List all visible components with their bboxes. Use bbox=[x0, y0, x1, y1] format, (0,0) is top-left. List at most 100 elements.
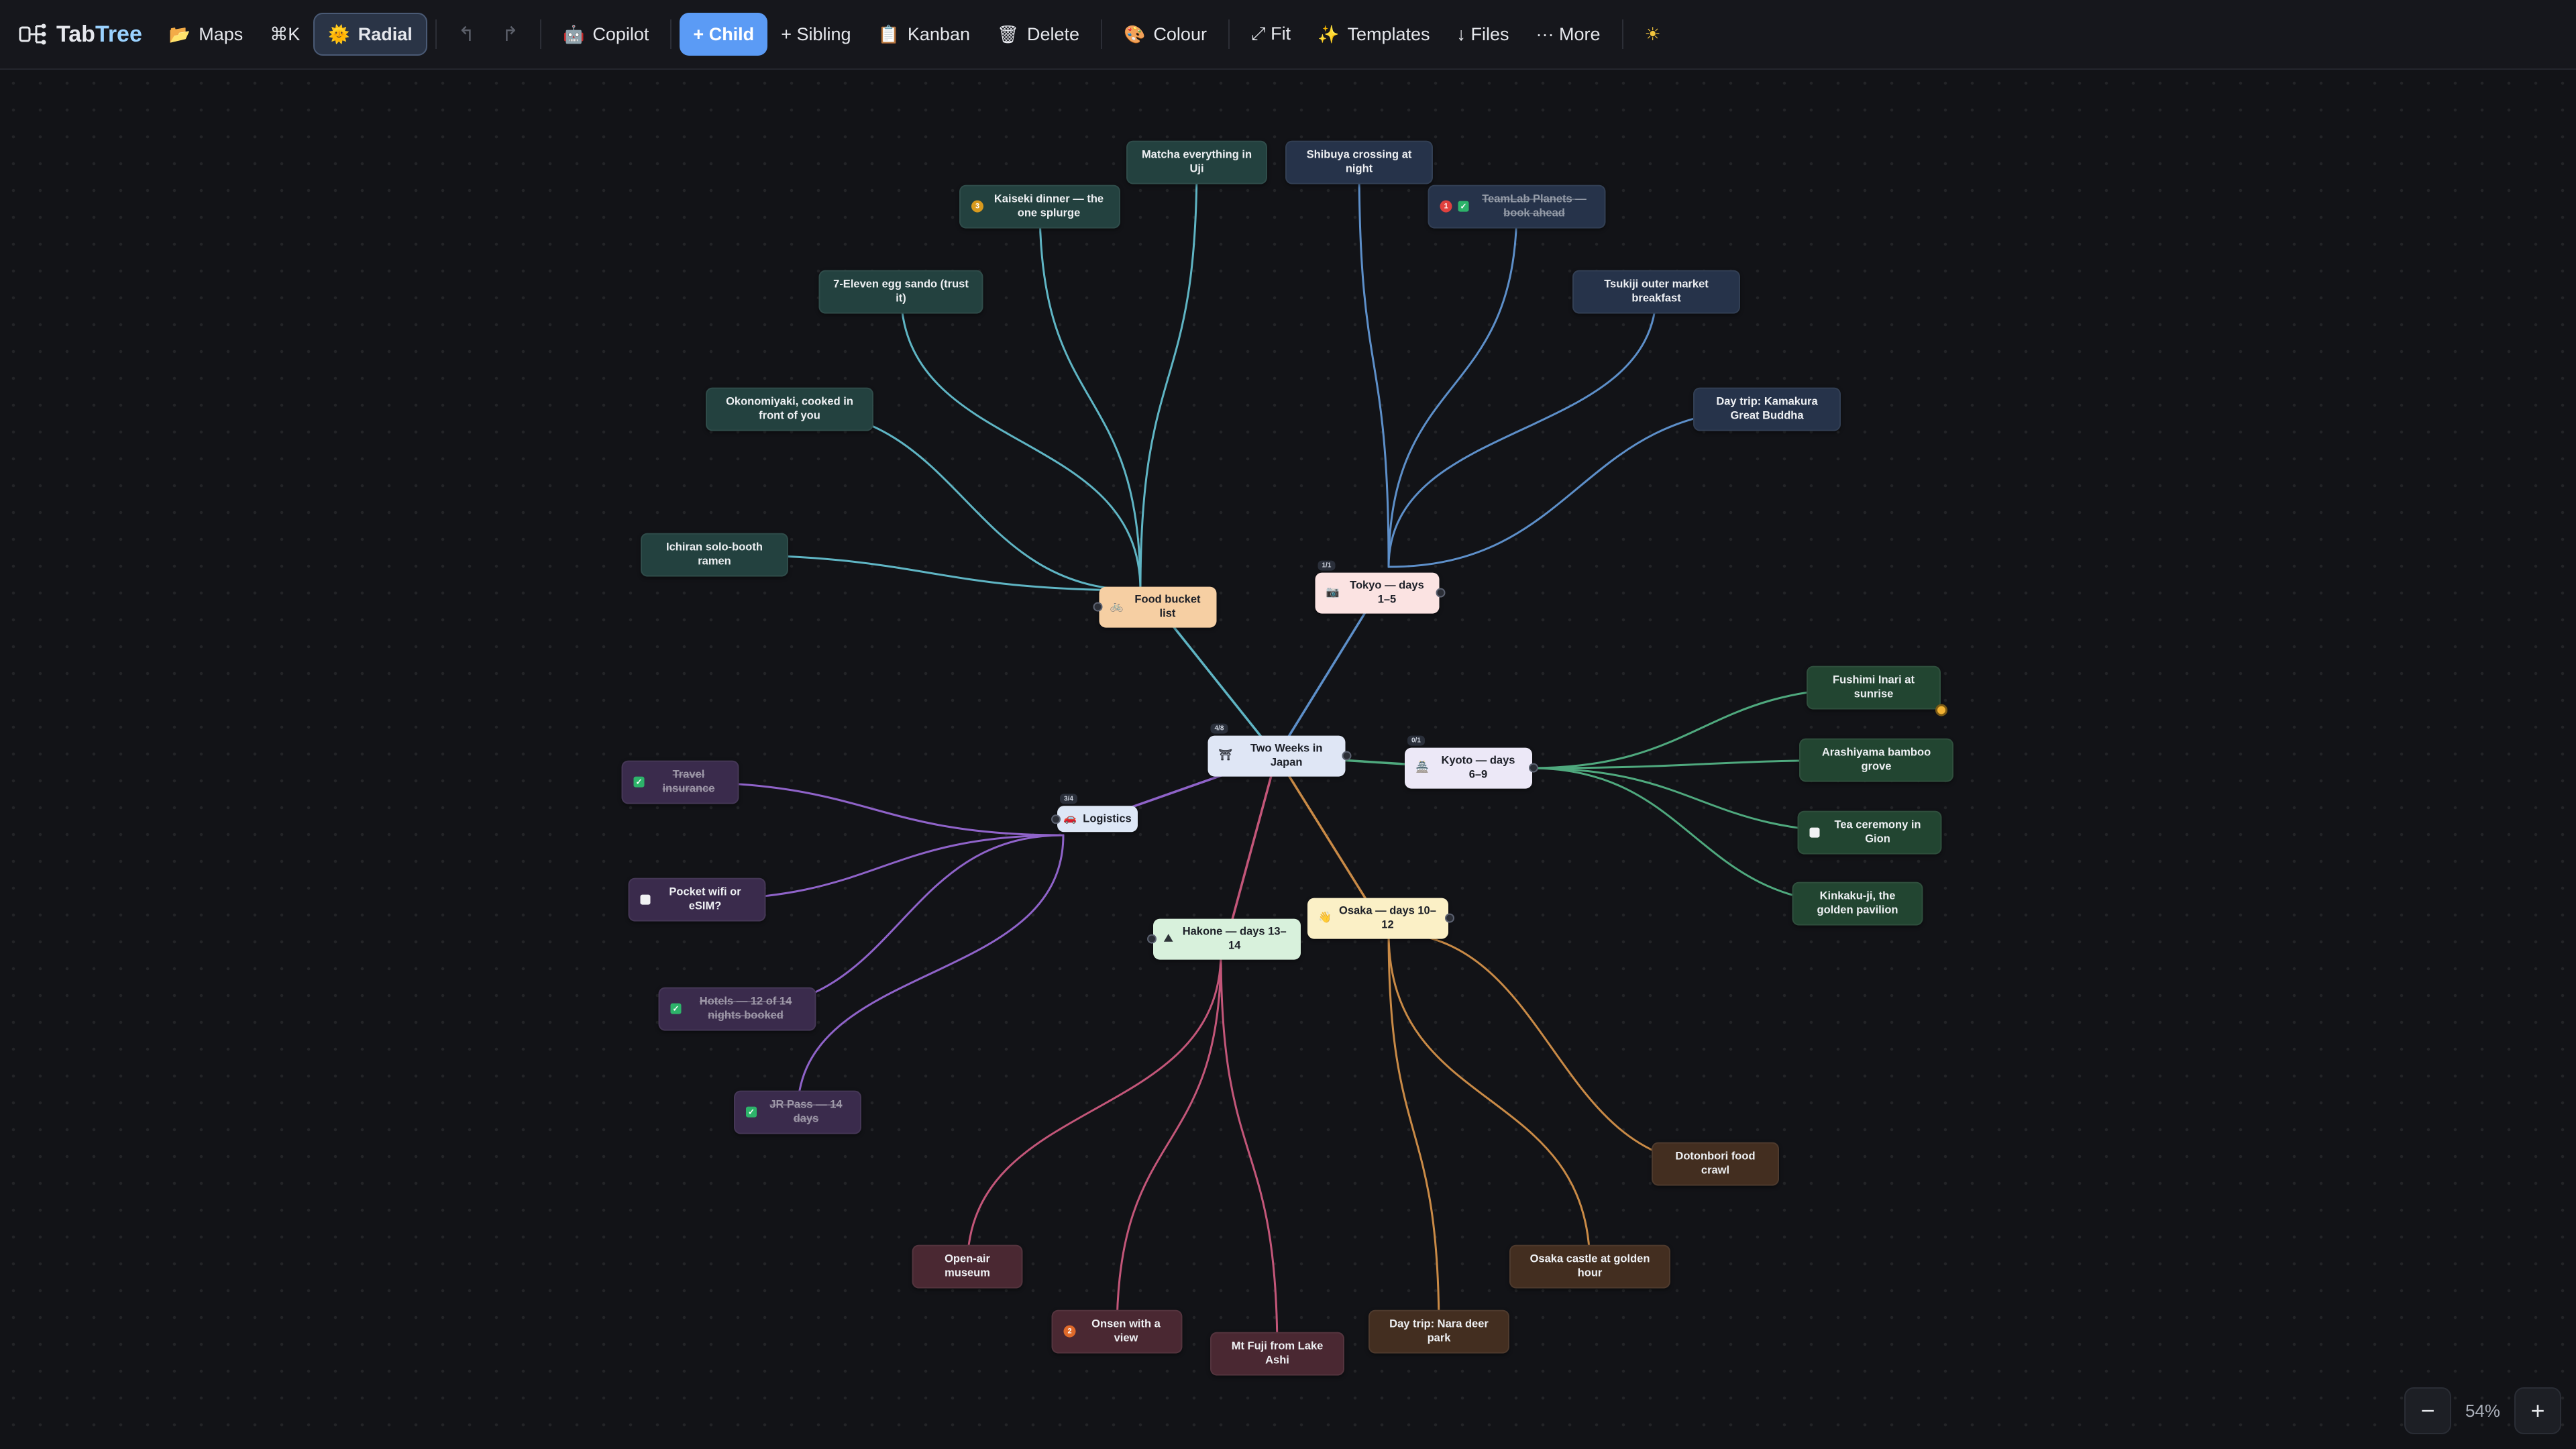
node-label: TeamLab Planets — book ahead bbox=[1482, 193, 1587, 219]
leaf-node[interactable]: Tea ceremony in Gion bbox=[1797, 810, 1942, 855]
logo-accent-text: Tree bbox=[95, 21, 142, 47]
minus-icon: − bbox=[2420, 1397, 2435, 1424]
mountain-icon: ⛰ bbox=[1164, 932, 1173, 945]
app-logo[interactable]: TabTree bbox=[15, 13, 156, 56]
maps-button[interactable]: 📂 Maps bbox=[156, 13, 256, 56]
leaf-node[interactable]: Matcha everything in Uji bbox=[1126, 140, 1267, 184]
leaf-node[interactable]: Mt Fuji from Lake Ashi bbox=[1210, 1332, 1344, 1376]
collapse-toggle[interactable] bbox=[1436, 588, 1446, 598]
delete-button[interactable]: 🗑Delete bbox=[983, 13, 1093, 56]
leaf-node[interactable]: Kinkaku-ji, the golden pavilion bbox=[1792, 881, 1923, 926]
leaf-node[interactable]: Okonomiyaki, cooked in front of you bbox=[706, 387, 873, 431]
cmdk-label: ⌘K bbox=[270, 23, 301, 44]
leaf-node[interactable]: Day trip: Kamakura Great Buddha bbox=[1693, 387, 1841, 431]
leaf-node[interactable]: Ichiran solo-booth ramen bbox=[641, 533, 788, 577]
leaf-node[interactable]: ✓ Hotels — 12 of 14 nights booked bbox=[658, 987, 816, 1031]
node-label: Open-air museum bbox=[945, 1252, 990, 1279]
trash-icon: 🗑 bbox=[996, 24, 1019, 44]
copilot-button[interactable]: 🤖 Copilot bbox=[549, 13, 662, 56]
leaf-node[interactable]: Shibuya crossing at night bbox=[1285, 140, 1433, 184]
bike-icon: 🚲 bbox=[1110, 600, 1124, 612]
hand-icon: 👋 bbox=[1318, 912, 1332, 924]
files-label: ↓ Files bbox=[1456, 23, 1509, 44]
progress-badge: 3/4 bbox=[1060, 794, 1077, 804]
maps-label: Maps bbox=[199, 23, 244, 44]
command-palette-button[interactable]: ⌘K bbox=[256, 13, 313, 56]
collapse-toggle[interactable] bbox=[1342, 751, 1352, 761]
fit-button[interactable]: ⤢ Fit bbox=[1238, 13, 1304, 56]
leaf-node[interactable]: Fushimi Inari at sunrise bbox=[1807, 665, 1947, 716]
robot-icon: 🤖 bbox=[563, 24, 585, 44]
branch-node-osaka[interactable]: 👋Osaka — days 10–12 bbox=[1307, 898, 1454, 939]
car-icon: 🚗 bbox=[1063, 812, 1077, 824]
more-button[interactable]: ··· More bbox=[1523, 13, 1614, 56]
leaf-node[interactable]: 1✓TeamLab Planets — book ahead bbox=[1428, 184, 1606, 229]
node-label: Shibuya crossing at night bbox=[1306, 148, 1412, 175]
zoom-in-button[interactable]: + bbox=[2514, 1387, 2561, 1434]
node-label: Food bucket list bbox=[1134, 593, 1201, 620]
collapse-toggle[interactable] bbox=[1529, 763, 1538, 773]
checkbox-checked-icon[interactable]: ✓ bbox=[746, 1107, 757, 1118]
colour-button[interactable]: 🎨Colour bbox=[1110, 13, 1220, 56]
checkbox-checked-icon[interactable]: ✓ bbox=[670, 1004, 682, 1014]
node-label: Kyoto — days 6–9 bbox=[1441, 754, 1515, 781]
toolbar-divider bbox=[1101, 19, 1103, 49]
leaf-node[interactable]: Tsukiji outer market breakfast bbox=[1572, 270, 1740, 314]
checkbox-unchecked-icon[interactable] bbox=[640, 894, 651, 905]
checkbox-checked-icon[interactable]: ✓ bbox=[1458, 201, 1469, 212]
more-label: ··· More bbox=[1536, 23, 1601, 44]
node-label: Kaiseki dinner — the one splurge bbox=[994, 193, 1104, 219]
undo-button[interactable]: ↰ bbox=[445, 13, 488, 56]
kanban-button[interactable]: 📋Kanban bbox=[865, 13, 983, 56]
leaf-node[interactable]: Arashiyama bamboo grove bbox=[1799, 738, 1953, 782]
leaf-node[interactable]: Osaka castle at golden hour bbox=[1509, 1244, 1670, 1289]
radial-label: Radial bbox=[358, 23, 413, 44]
add-child-button[interactable]: + Child bbox=[680, 13, 768, 56]
node-label: Travel insurance bbox=[662, 768, 715, 795]
templates-button[interactable]: ✨Templates bbox=[1304, 13, 1443, 56]
node-label: Hakone — days 13–14 bbox=[1182, 925, 1287, 952]
collapse-toggle[interactable] bbox=[1147, 934, 1157, 944]
leaf-node[interactable]: Pocket wifi or eSIM? bbox=[628, 877, 766, 922]
add-sibling-button[interactable]: + Sibling bbox=[767, 13, 864, 56]
toolbar-divider bbox=[670, 19, 672, 49]
node-label: Day trip: Kamakura Great Buddha bbox=[1716, 395, 1818, 422]
theme-toggle-button[interactable]: ☀ bbox=[1631, 13, 1674, 56]
leaf-node[interactable]: ✓ Travel insurance bbox=[621, 760, 739, 804]
leaf-node[interactable]: ✓JR Pass — 14 days bbox=[734, 1090, 861, 1134]
collapse-toggle[interactable] bbox=[1093, 602, 1103, 612]
node-label: Hotels — 12 of 14 nights booked bbox=[699, 995, 792, 1022]
node-label: Mt Fuji from Lake Ashi bbox=[1231, 1340, 1324, 1366]
progress-badge: 1/1 bbox=[1318, 560, 1336, 571]
templates-label: Templates bbox=[1347, 23, 1430, 44]
leaf-node[interactable]: Open-air museum bbox=[912, 1244, 1023, 1289]
leaf-node[interactable]: 7-Eleven egg sando (trust it) bbox=[818, 270, 983, 314]
toolbar-divider bbox=[540, 19, 541, 49]
folder-icon: 📂 bbox=[168, 24, 191, 44]
radial-layout-button[interactable]: 🌞Radial bbox=[313, 13, 427, 56]
zoom-controls: − 54% + bbox=[2404, 1387, 2561, 1434]
leaf-node[interactable]: Day trip: Nara deer park bbox=[1368, 1309, 1509, 1354]
toolbar: TabTree 📂 Maps ⌘K 🌞Radial ↰ ↱ 🤖 Copilot + … bbox=[0, 0, 2576, 70]
progress-badge: 0/1 bbox=[1407, 735, 1425, 746]
branch-node-hakone[interactable]: ⛰ Hakone — days 13–14 bbox=[1147, 918, 1301, 960]
leaf-node[interactable]: Dotonbori food crawl bbox=[1652, 1142, 1779, 1186]
colour-label: Colour bbox=[1153, 23, 1207, 44]
node-label: Day trip: Nara deer park bbox=[1389, 1318, 1489, 1344]
branch-node-food[interactable]: 🚲 Food bucket list bbox=[1093, 586, 1217, 628]
redo-button[interactable]: ↱ bbox=[488, 13, 532, 56]
copilot-label: Copilot bbox=[592, 23, 649, 44]
priority-badge: 2 bbox=[1063, 1326, 1076, 1338]
collapse-toggle[interactable] bbox=[1445, 914, 1454, 923]
files-button[interactable]: ↓ Files bbox=[1444, 13, 1523, 56]
checkbox-checked-icon[interactable]: ✓ bbox=[633, 777, 645, 788]
collapse-toggle[interactable] bbox=[1051, 814, 1061, 824]
zoom-out-button[interactable]: − bbox=[2404, 1387, 2451, 1434]
checkbox-unchecked-icon[interactable] bbox=[1809, 827, 1820, 838]
